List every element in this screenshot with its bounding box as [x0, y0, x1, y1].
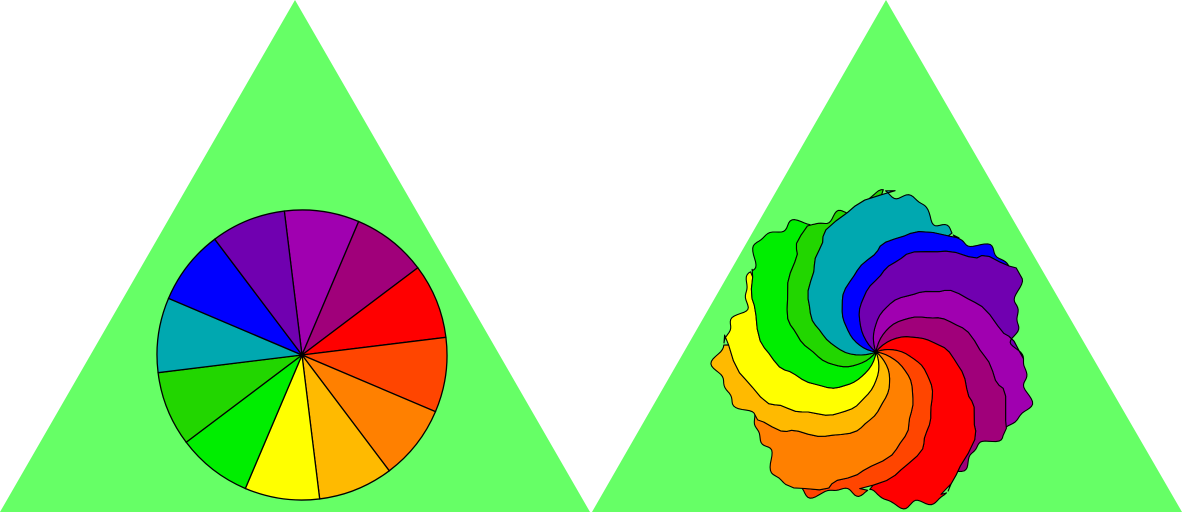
color-wheel-swirled: [710, 189, 1034, 510]
wheel-sector-violet: [213, 210, 303, 358]
color-wheel-regular: [156, 209, 448, 501]
swirl-sector-violet: [858, 250, 1025, 360]
